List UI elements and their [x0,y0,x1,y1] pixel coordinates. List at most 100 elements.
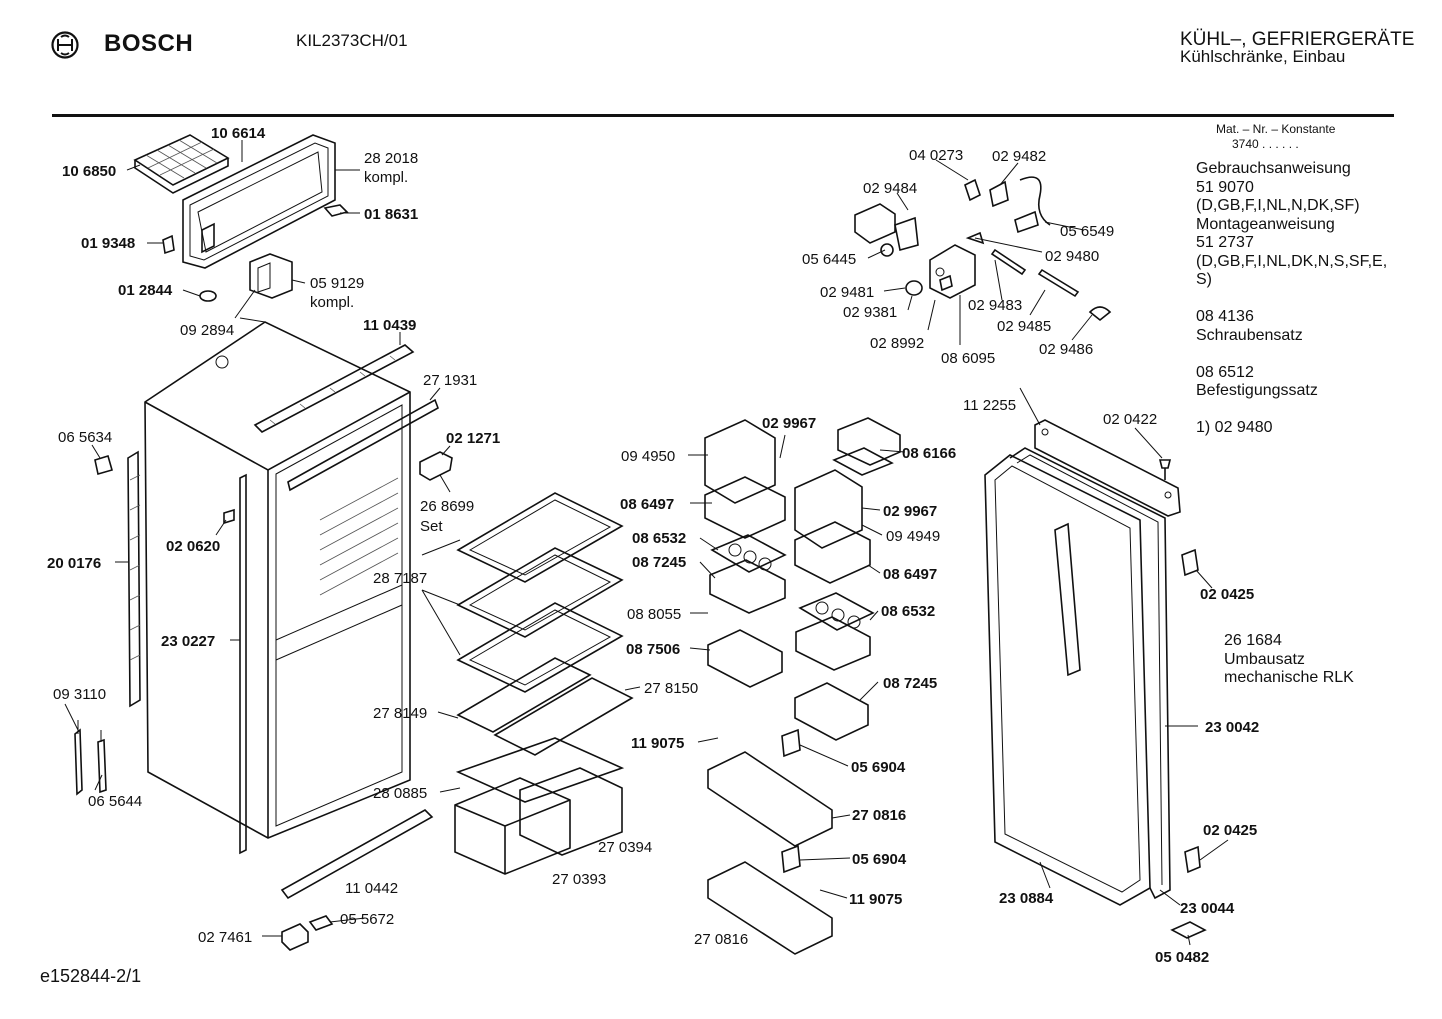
retrofit-line: Umbausatz [1224,650,1305,668]
refrigerator-door [984,454,1151,906]
dairy-compartment [794,469,871,584]
side-trim-strip [239,473,247,855]
part-label: 01 2844 [118,282,173,299]
crisper-drawer [454,777,571,875]
part-label: 11 0442 [345,880,398,897]
hinge-cover [1184,845,1201,874]
part-label: 02 9381 [843,304,897,321]
part-label: 10 6614 [211,125,266,142]
bottle-retainer [781,728,801,758]
bosch-logo-icon [51,31,79,59]
screw [1158,459,1172,480]
info-line: (D,GB,F,I,NL,N,DK,SF) [1196,197,1360,214]
part-label: 08 8055 [627,606,681,623]
part-label: 04 0273 [909,147,963,164]
retrofit-line: mechanische RLK [1224,669,1354,686]
part-label: 10 6850 [62,163,116,180]
part-label: 05 9129 [310,275,364,292]
light-socket [419,451,453,481]
part-label: 27 8149 [373,705,427,722]
part-label: 05 6904 [851,759,906,776]
part-label: 20 0176 [47,555,101,572]
glass-shelf [456,492,624,583]
part-label: 02 0425 [1203,822,1257,839]
part-label: 26 8699 [420,498,474,515]
part-label: 11 9075 [631,735,684,752]
part-label: 05 5672 [340,911,394,928]
part-label: 08 7245 [632,554,686,571]
part-label: 28 7187 [373,570,427,587]
door-shelf [707,861,833,955]
part-label: kompl. [364,169,408,186]
part-label: 05 0482 [1155,949,1209,966]
info-line: 51 9070 [1196,178,1254,196]
egg-tray [795,592,875,671]
part-label: 09 4950 [621,448,675,465]
category-subtitle: Kühlschränke, Einbau [1180,47,1346,66]
part-labels: 10 6614 10 6850 28 2018 kompl. 01 8631 0… [47,125,1259,966]
plug-cap [199,290,217,302]
part-label: 02 9485 [997,318,1051,335]
retainer-clip [223,508,235,525]
glass-shelf-lower [455,737,625,803]
part-label: 08 6532 [632,530,686,547]
part-label: 02 9481 [820,284,874,301]
part-label: 23 0227 [161,633,215,650]
part-label: 08 6497 [620,496,674,513]
glass-shelf [456,602,624,693]
part-label: 09 2894 [180,322,234,339]
part-label: 05 6549 [1060,223,1114,240]
part-label: 02 9967 [883,503,937,520]
temperature-sensor [74,720,107,796]
part-label: 08 6497 [883,566,937,583]
part-label: 23 0884 [999,890,1054,907]
info-line: Montageanweisung [1196,215,1335,233]
info-line: Schraubensatz [1196,326,1303,344]
info-line: Gebrauchsanweisung [1196,160,1351,177]
freezer-door [182,134,336,269]
model-number: KIL2373CH/01 [296,31,408,50]
part-label: 05 6904 [852,851,907,868]
part-label: 02 0422 [1103,411,1157,428]
info-line: 1) 02 9480 [1196,419,1273,436]
brand-name: BOSCH [104,30,194,57]
part-label: 02 9480 [1045,248,1099,265]
retrofit-kit-note: 26 1684 Umbausatz mechanische RLK [1224,632,1354,688]
bottle-retainer [781,844,801,874]
split-glass-shelf [456,657,634,756]
part-label: 02 9484 [863,180,917,197]
part-label: 11 0439 [363,317,416,334]
door-seal-strip [287,398,439,492]
part-label: 28 0885 [373,785,427,802]
egg-tray [709,534,787,614]
part-label: 02 7461 [198,929,252,946]
part-label: 28 2018 [364,150,418,167]
part-label: 08 6166 [902,445,956,462]
part-label: 08 6532 [881,603,935,620]
door-hinge-top [1034,419,1181,517]
dairy-compartment [704,419,786,539]
part-label: 23 0042 [1205,719,1259,736]
part-label: 02 9486 [1039,341,1093,358]
info-line: 08 6512 [1196,363,1254,381]
part-label: 09 3110 [53,686,106,703]
part-label: 02 9482 [992,148,1046,165]
door-latch [249,253,293,299]
door-shelf [707,751,833,847]
part-label: 11 9075 [849,891,902,908]
glass-shelf [456,547,624,638]
part-label: 27 0394 [598,839,652,856]
info-line: S) [1196,271,1212,288]
part-label: 02 0425 [1200,586,1254,603]
category-title: KÜHL–, GEFRIERGERÄTE [1180,29,1415,50]
part-label: 06 5634 [58,429,112,446]
freezer-door-hinge [323,204,349,217]
part-label: 02 8992 [870,335,924,352]
ice-tray [133,134,230,194]
header-divider [52,114,1394,117]
hinge-cover [1181,548,1199,577]
part-label: 02 9483 [968,297,1022,314]
drawing-reference: e152844-2/1 [40,966,142,986]
butter-box [707,629,783,688]
